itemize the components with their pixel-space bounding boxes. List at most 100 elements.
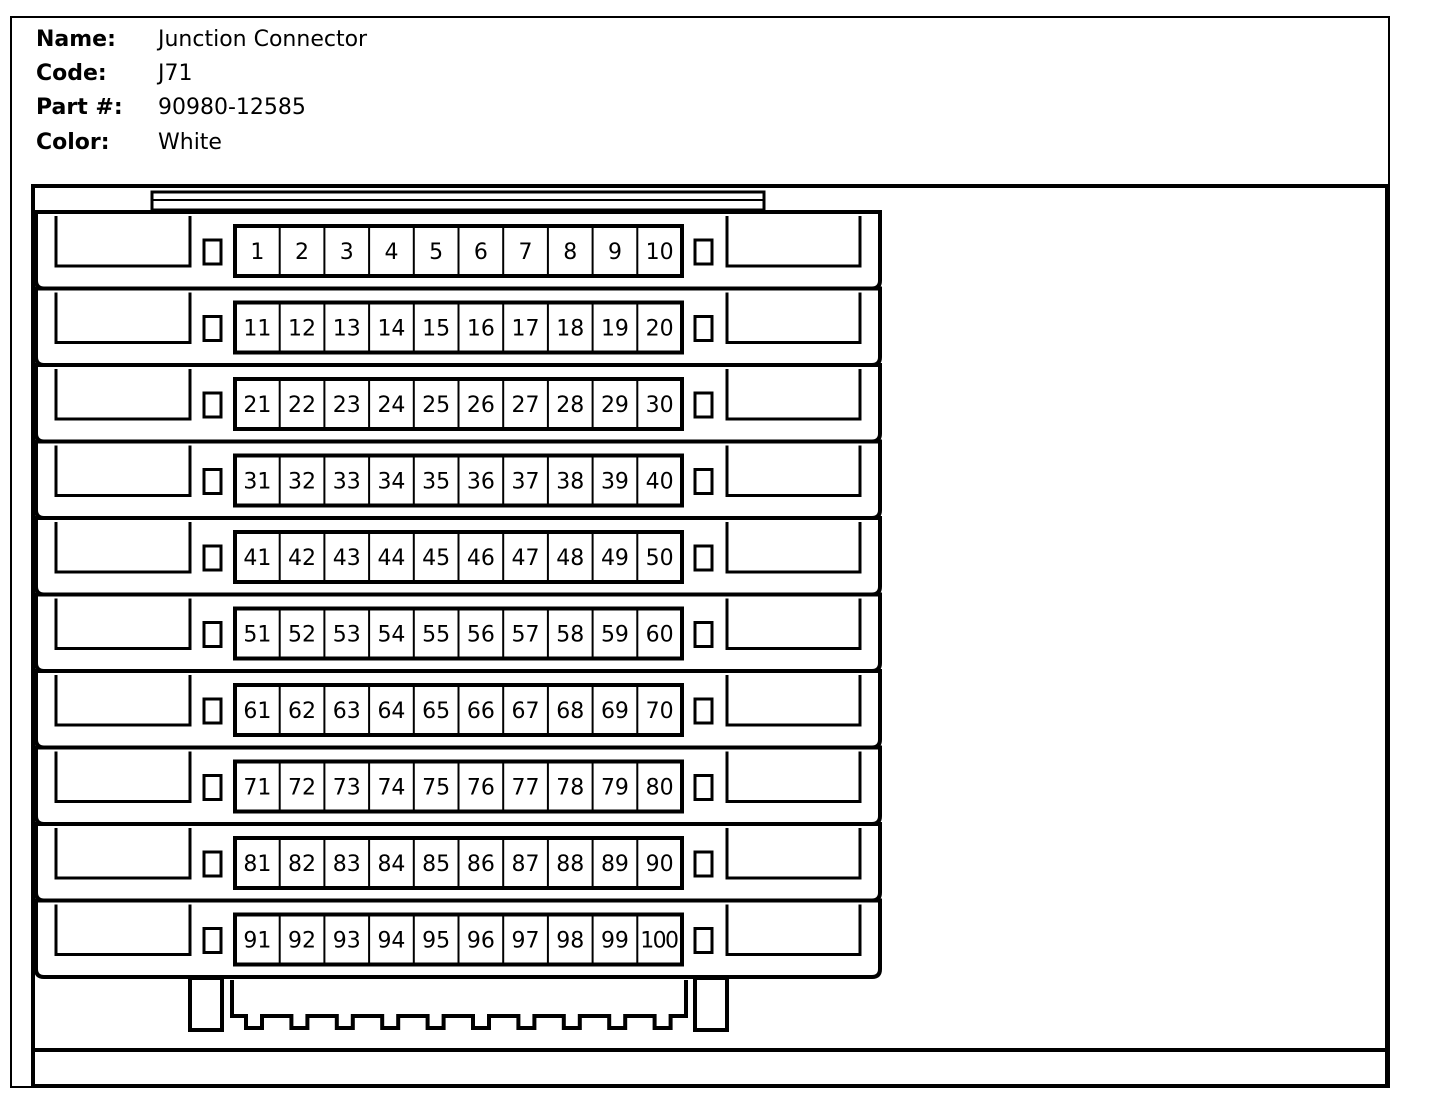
pin-label: 76 bbox=[467, 776, 495, 801]
pin-label: 83 bbox=[333, 852, 361, 877]
pin-label: 77 bbox=[512, 776, 540, 801]
pin-label: 25 bbox=[422, 393, 450, 418]
right-locator bbox=[693, 621, 714, 648]
pin-label: 32 bbox=[288, 470, 316, 495]
pin-label: 80 bbox=[646, 776, 674, 801]
pin-label: 85 bbox=[422, 852, 450, 877]
pin-label: 44 bbox=[377, 546, 405, 571]
pin-label: 72 bbox=[288, 776, 316, 801]
color-label: Color: bbox=[36, 129, 110, 155]
pin-label: 81 bbox=[243, 852, 271, 877]
left-pocket bbox=[54, 292, 192, 344]
left-pocket bbox=[54, 751, 192, 803]
right-pocket bbox=[725, 904, 862, 956]
pin-label: 29 bbox=[601, 393, 629, 418]
pin-label: 60 bbox=[646, 623, 674, 648]
pin-label: 52 bbox=[288, 623, 316, 648]
right-pocket bbox=[725, 828, 862, 880]
left-pocket bbox=[54, 598, 192, 650]
pin-label: 8 bbox=[563, 240, 577, 265]
pin-label: 63 bbox=[333, 699, 361, 724]
pin-label: 6 bbox=[474, 240, 488, 265]
left-locator bbox=[202, 468, 223, 495]
pin-label: 18 bbox=[556, 317, 584, 342]
pin-label: 1 bbox=[250, 240, 264, 265]
pin-label: 100 bbox=[640, 929, 679, 954]
pin-label: 71 bbox=[243, 776, 271, 801]
pin-label: 14 bbox=[377, 317, 405, 342]
right-locator bbox=[693, 238, 714, 266]
pin-label: 41 bbox=[243, 546, 271, 571]
right-pocket bbox=[725, 369, 862, 421]
right-locator bbox=[693, 927, 714, 954]
name-label: Name: bbox=[36, 26, 116, 52]
pin-label: 47 bbox=[512, 546, 540, 571]
pin-label: 15 bbox=[422, 317, 450, 342]
pin-label: 88 bbox=[556, 852, 584, 877]
right-pocket bbox=[725, 445, 862, 497]
pin-label: 99 bbox=[601, 929, 629, 954]
pin-label: 4 bbox=[384, 240, 398, 265]
right-locator bbox=[693, 468, 714, 495]
pin-label: 66 bbox=[467, 699, 495, 724]
left-locator bbox=[202, 774, 223, 801]
pin-label: 94 bbox=[377, 929, 405, 954]
left-locator bbox=[202, 927, 223, 954]
left-locator bbox=[202, 544, 223, 572]
pin-label: 50 bbox=[646, 546, 674, 571]
pin-label: 2 bbox=[295, 240, 309, 265]
right-foot bbox=[693, 976, 729, 1032]
pin-label: 19 bbox=[601, 317, 629, 342]
pin-label: 16 bbox=[467, 317, 495, 342]
pin-label: 79 bbox=[601, 776, 629, 801]
pin-label: 37 bbox=[512, 470, 540, 495]
pin-label: 51 bbox=[243, 623, 271, 648]
left-locator bbox=[202, 850, 223, 878]
left-locator bbox=[202, 238, 223, 266]
right-pocket bbox=[725, 675, 862, 727]
right-locator bbox=[693, 315, 714, 342]
pin-label: 96 bbox=[467, 929, 495, 954]
pin-label: 98 bbox=[556, 929, 584, 954]
pin-label: 59 bbox=[601, 623, 629, 648]
bottom-key-teeth bbox=[230, 980, 688, 1030]
color-value: White bbox=[158, 129, 222, 155]
code-row: Code: J71 bbox=[36, 56, 367, 90]
left-locator bbox=[202, 315, 223, 342]
pin-label: 64 bbox=[377, 699, 405, 724]
pin-label: 31 bbox=[243, 470, 271, 495]
left-foot bbox=[188, 976, 224, 1032]
pin-label: 46 bbox=[467, 546, 495, 571]
left-pocket bbox=[54, 369, 192, 421]
pin-label: 5 bbox=[429, 240, 443, 265]
pin-label: 3 bbox=[340, 240, 354, 265]
pin-label: 90 bbox=[646, 852, 674, 877]
pin-label: 55 bbox=[422, 623, 450, 648]
left-locator bbox=[202, 621, 223, 648]
pin-label: 45 bbox=[422, 546, 450, 571]
name-row: Name: Junction Connector bbox=[36, 22, 367, 56]
name-value: Junction Connector bbox=[158, 26, 368, 52]
left-pocket bbox=[54, 216, 192, 268]
drawing-area bbox=[31, 184, 1389, 1088]
pin-label: 22 bbox=[288, 393, 316, 418]
connector-info: Name: Junction Connector Code: J71 Part … bbox=[36, 22, 367, 159]
pin-label: 48 bbox=[556, 546, 584, 571]
pin-label: 62 bbox=[288, 699, 316, 724]
pin-label: 34 bbox=[377, 470, 405, 495]
pin-label: 73 bbox=[333, 776, 361, 801]
pin-label: 58 bbox=[556, 623, 584, 648]
right-pocket bbox=[725, 522, 862, 574]
right-locator bbox=[693, 391, 714, 419]
left-pocket bbox=[54, 675, 192, 727]
pin-label: 12 bbox=[288, 317, 316, 342]
